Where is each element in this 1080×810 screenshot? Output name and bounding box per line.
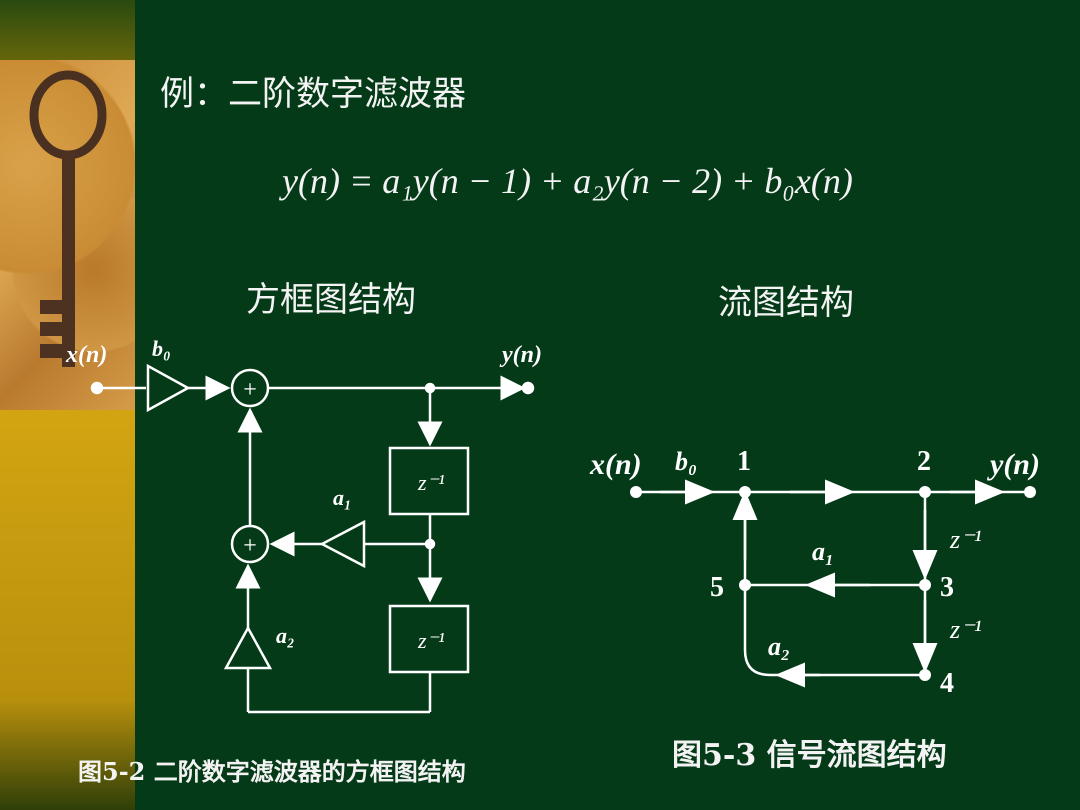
difference-equation: y(n) = a₁y(n − 1) + a₂y(n − 2) + b₀x(n) — [282, 161, 853, 201]
adder-top-symbol: + — [243, 377, 257, 403]
flow-input-label: x(n) — [589, 448, 642, 481]
flow-node-5 — [739, 579, 751, 591]
block-output-label: y(n) — [499, 342, 542, 368]
flow-node-3 — [919, 579, 931, 591]
block-delay2-label: z⁻¹ — [417, 628, 445, 653]
block-input-label: x(n) — [65, 342, 107, 368]
gain-a1-triangle — [319, 519, 366, 569]
flow-delay2-label: z⁻¹ — [949, 615, 982, 644]
flow-node-5-label: 5 — [710, 572, 724, 603]
flow-output-node — [1024, 486, 1036, 498]
gain-b0-triangle — [146, 363, 191, 413]
flow-node-2-label: 2 — [917, 446, 931, 477]
flow-node-4 — [919, 669, 931, 681]
flow-node-3-label: 3 — [940, 572, 954, 603]
flow-output-label: y(n) — [987, 448, 1040, 481]
flow-node-1-label: 1 — [737, 446, 751, 477]
adder-bottom-symbol: + — [243, 533, 257, 559]
block-gain-a2-label: a₂ — [276, 623, 295, 648]
flow-graph-label: 流图结构 — [718, 283, 854, 323]
block-diagram-caption: 图5-2 二阶数字滤波器的方框图结构 — [78, 757, 466, 786]
gain-a2-triangle — [223, 625, 273, 670]
flow-node-2 — [919, 486, 931, 498]
block-diagram-label: 方框图结构 — [246, 280, 416, 320]
flow-gain-b0-label: b₀ — [675, 447, 697, 476]
flow-graph-caption: 图5-3 信号流图结构 — [672, 738, 947, 773]
flow-input-node — [630, 486, 642, 498]
slide-title: 例：二阶数字滤波器 — [160, 74, 466, 114]
flow-gain-a1-label: a₁ — [812, 537, 834, 566]
block-gain-b0-label: b₀ — [152, 336, 171, 361]
block-delay1-label: z⁻¹ — [417, 470, 445, 495]
key-icon — [29, 70, 107, 367]
flow-node-4-label: 4 — [940, 668, 954, 699]
block-gain-a1-label: a₁ — [333, 485, 352, 510]
key-photo — [0, 60, 135, 410]
flow-gain-a2-label: a₂ — [768, 632, 790, 661]
flow-node-1 — [739, 486, 751, 498]
flow-delay1-label: z⁻¹ — [949, 525, 982, 554]
output-node — [521, 381, 535, 395]
